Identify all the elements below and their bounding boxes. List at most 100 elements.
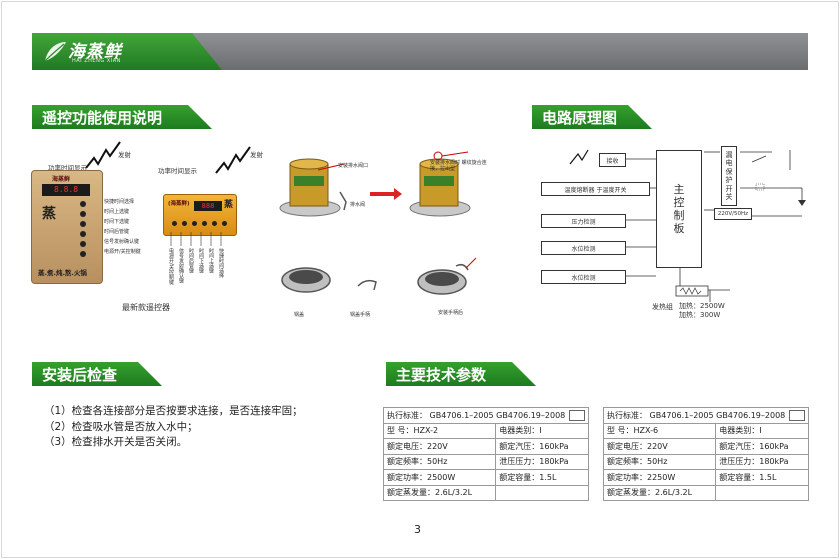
remote-brand-right: (海蒸鲜): [168, 201, 190, 207]
page-number: 3: [414, 523, 421, 536]
heater-power-2: 加热：300W: [679, 311, 721, 319]
left-display-label: 功率时间显示: [48, 164, 87, 172]
heater-label: 发热组: [652, 303, 673, 311]
signal-zigzag-icon: [85, 141, 121, 169]
section-title-check: 安装后检查: [42, 366, 118, 384]
spec-cell: 额定汽压：160kPa: [715, 438, 810, 455]
spec-cell: 型 号：HZX-2: [382, 422, 497, 439]
spec-cell: 额定频率：50Hz: [602, 453, 717, 470]
spec-cell: 电器类别：Ⅰ: [495, 422, 590, 439]
button-label: 信号发射确认键: [104, 239, 140, 245]
section-title-specs: 主要技术参数: [396, 366, 487, 384]
spec-cell: 额定功率：2500W: [382, 469, 497, 486]
remote-button-r5[interactable]: [212, 221, 217, 226]
spec-cell: 泄压压力：180kPa: [715, 453, 810, 470]
voltage-label: 220V/50Hz: [714, 208, 752, 220]
vertical-label: 时间下选键: [198, 248, 204, 273]
remote-display-right: 888: [194, 201, 222, 211]
spec-table-hzx6: 执行标准： GB4706.1–2005 GB4706.19–2008 型 号：H…: [602, 407, 810, 501]
spec-cell: 额定电压：220V: [382, 438, 497, 455]
remote-button-3[interactable]: [80, 221, 86, 227]
remote-button-5[interactable]: [80, 241, 86, 247]
spec-cell: 额定频率：50Hz: [382, 453, 497, 470]
check-item: （2）检查吸水管是否放入水中；: [44, 420, 198, 433]
spec-standard: 执行标准： GB4706.1–2005 GB4706.19–2008: [602, 407, 810, 424]
water-level-box-2: 水位检测: [541, 270, 626, 284]
vertical-label: 快捷时间选择: [218, 248, 224, 278]
spec-cell: 电器类别：Ⅰ: [715, 422, 810, 439]
remote-brand-left: 海蒸鲜: [52, 176, 71, 183]
remote-leader-lines: [170, 232, 222, 246]
spec-cell: 额定蒸发量：2.6L/3.2L: [602, 484, 717, 501]
remote-button-r1[interactable]: [172, 221, 177, 226]
right-launch-label: 发射: [250, 151, 263, 159]
vertical-label: 时间后管键: [188, 248, 194, 273]
remote-display-left: 8.8.8: [42, 184, 90, 196]
install-label-after: 安装手柄后: [438, 310, 464, 316]
heater-power-1: 加热：2500W: [679, 302, 725, 310]
check-item: （3）检查排水开关是否关闭。: [44, 436, 188, 448]
button-label: 时间后管键: [104, 229, 130, 235]
remote-motto-left: 蒸.煮.炖.熬.火锅: [38, 269, 87, 277]
spec-cell: 额定蒸发量：2.6L/3.2L: [382, 484, 497, 501]
remote-button-6[interactable]: [80, 251, 86, 257]
main-control-board: 主控制板: [656, 150, 702, 268]
section-title-circuit: 电路原理图: [542, 109, 618, 127]
spec-cell: 泄压压力：180kPa: [495, 453, 590, 470]
leakage-protection-switch: 漏电保护开关: [721, 146, 737, 206]
remote-button-r6[interactable]: [222, 221, 227, 226]
install-label-a: 安装排水阀口: [338, 163, 369, 169]
spec-standard: 执行标准： GB4706.1–2005 GB4706.19–2008: [382, 407, 590, 424]
brand-name: 海蒸鲜: [68, 42, 122, 62]
remote-button-r4[interactable]: [202, 221, 207, 226]
install-label-handle: 锅盖手柄: [350, 312, 371, 318]
check-box: [569, 409, 586, 421]
remote-button-4[interactable]: [80, 231, 86, 237]
section-header-circuit: 电路原理图: [532, 105, 652, 129]
pressure-detect-box: 压力检测: [541, 214, 626, 228]
remote-caption: 最新款遥控器: [122, 303, 170, 312]
spec-cell-empty: [495, 484, 590, 501]
spec-cell: 额定容量：1.5L: [495, 469, 590, 486]
button-label: 时间下选键: [104, 219, 130, 225]
remote-emblem-right: 蒸: [224, 200, 234, 210]
spec-cell-empty: [715, 484, 810, 501]
check-item: （1）检查各连接部分是否按要求连接，是否连接牢固；: [44, 405, 303, 417]
vertical-label: 时间上选键: [208, 248, 214, 273]
remote-button-2[interactable]: [80, 211, 86, 217]
spec-cell: 额定容量：1.5L: [715, 469, 810, 486]
right-display-label: 功率时间显示: [158, 167, 197, 175]
installation-illustration: [279, 151, 477, 295]
banner-brand-area: [32, 33, 222, 70]
spec-cell: 型 号：HZX-6: [602, 422, 717, 439]
remote-emblem-left: 蒸: [42, 206, 56, 222]
section-header-check: 安装后检查: [32, 362, 162, 386]
brand-subtitle: HAI ZHENG XIAN: [72, 58, 121, 64]
section-title-remote: 遥控功能使用说明: [42, 109, 163, 127]
button-label: 快捷时间选择: [104, 199, 135, 205]
receiver-box: 接收: [599, 153, 626, 167]
left-launch-label: 发射: [118, 151, 131, 159]
spec-cell: 额定电压：220V: [602, 438, 717, 455]
banner-grey-bar: [182, 33, 808, 70]
remote-button-r3[interactable]: [192, 221, 197, 226]
check-box: [789, 409, 806, 421]
install-label-pot: 锅盖: [294, 312, 305, 318]
leaf-logo-icon: [44, 42, 66, 62]
header-banner: 海蒸鲜 HAI ZHENG XIAN: [32, 33, 808, 70]
temperature-fuse-box: 温度熔断器 于温度开关: [541, 182, 650, 196]
install-label-c: 安装排水阀时 螺纹旋合连接，拉出型: [430, 160, 487, 172]
water-level-box-1: 水位检测: [541, 241, 626, 255]
spec-cell: 额定功率：2250W: [602, 469, 717, 486]
remote-button-r2[interactable]: [182, 221, 187, 226]
section-header-remote: 遥控功能使用说明: [32, 105, 212, 129]
button-label: 时间上选键: [104, 209, 130, 215]
install-label-b: 排水阀: [350, 202, 366, 208]
vertical-label: 信号发射确认键: [178, 248, 184, 283]
remote-controller-right: (海蒸鲜) 888 蒸: [163, 194, 237, 236]
section-header-specs: 主要技术参数: [386, 362, 536, 386]
spec-table-hzx2: 执行标准： GB4706.1–2005 GB4706.19–2008 型 号：H…: [382, 407, 590, 501]
vertical-label: 电源开/关控制键: [168, 248, 174, 285]
remote-button-1[interactable]: [80, 201, 86, 207]
button-label: 电源开/关控制键: [104, 249, 141, 255]
